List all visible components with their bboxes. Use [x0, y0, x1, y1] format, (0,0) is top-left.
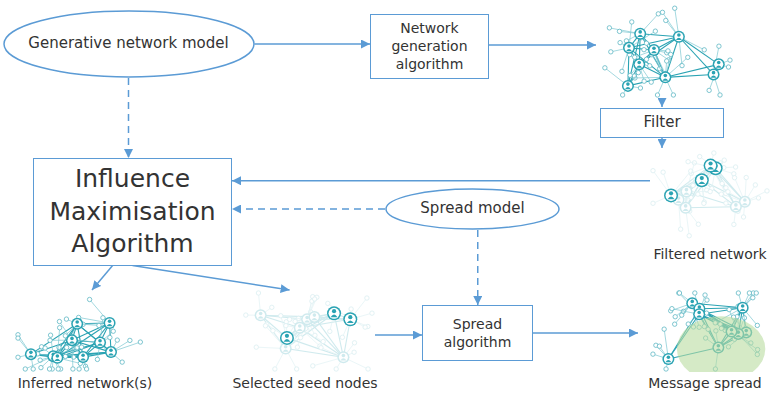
- flow-arrow: [255, 43, 371, 45]
- process-box: Spread algorithm: [422, 305, 533, 361]
- caption-holder: Inferred network(s): [0, 373, 175, 392]
- node-label: Filter: [643, 113, 680, 133]
- model-ellipse: Spread model: [385, 188, 560, 230]
- process-box: Network generation algorithm: [370, 14, 489, 79]
- network-illustration: [638, 290, 772, 372]
- node-label: Spread algorithm: [429, 315, 526, 351]
- text-holder: Generative network model: [22, 34, 234, 54]
- network-illustration: [650, 148, 770, 243]
- node-label: Generative network model: [28, 34, 228, 54]
- figure-caption: Filtered network: [651, 245, 768, 263]
- text-holder: Spread algorithm: [423, 315, 532, 351]
- text-holder: Filter: [637, 113, 686, 133]
- flow-arrow: [133, 266, 290, 291]
- node-label: Spread model: [420, 199, 524, 219]
- dashed-arrow: [477, 230, 479, 305]
- flow-arrow: [92, 266, 113, 291]
- network-illustration: [235, 290, 375, 372]
- flow-arrow: [661, 99, 663, 107]
- figure-caption: Selected seed nodes: [230, 374, 379, 392]
- caption-holder: Filtered network: [630, 244, 777, 263]
- dashed-arrow: [128, 78, 130, 158]
- flow-arrow: [533, 332, 638, 334]
- network-figure: Inferred network(s): [15, 290, 155, 390]
- text-holder: Spread model: [414, 199, 530, 219]
- model-ellipse: Generative network model: [3, 10, 255, 78]
- network-illustration: [603, 6, 733, 97]
- caption-holder: Selected seed nodes: [215, 373, 395, 392]
- dashed-arrow: [232, 208, 385, 210]
- network-figure: Selected seed nodes: [235, 290, 375, 390]
- network-figure: Message spread: [638, 290, 772, 390]
- node-label: Influence Maximisation Algorithm: [40, 163, 225, 261]
- process-box: Influence Maximisation Algorithm: [33, 158, 232, 266]
- text-holder: Influence Maximisation Algorithm: [34, 163, 231, 261]
- figure-caption: Message spread: [646, 374, 764, 392]
- flow-arrow: [661, 138, 663, 148]
- text-holder: Network generation algorithm: [371, 19, 488, 74]
- figure-caption: Inferred network(s): [16, 374, 155, 392]
- flow-arrow: [486, 44, 596, 46]
- flow-arrow: [375, 334, 422, 336]
- network-figure: Filtered network: [650, 148, 770, 261]
- process-box: Filter: [600, 108, 724, 138]
- caption-holder: Message spread: [618, 373, 777, 392]
- flow-arrow: [232, 180, 650, 182]
- network-illustration: [15, 290, 155, 372]
- node-label: Network generation algorithm: [377, 19, 482, 74]
